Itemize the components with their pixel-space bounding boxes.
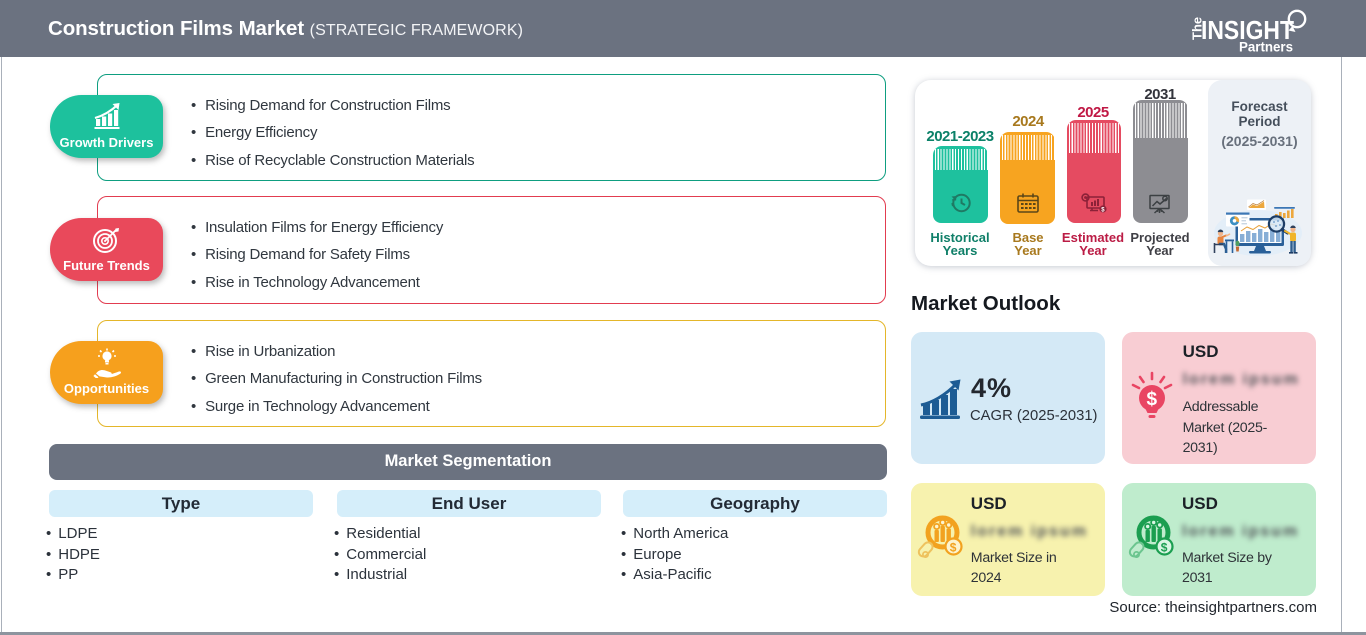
svg-text:$: $ xyxy=(1101,208,1105,214)
svg-text:$: $ xyxy=(1147,389,1158,410)
svg-text:$: $ xyxy=(950,541,957,555)
svg-text:INSIGHT: INSIGHT xyxy=(1201,15,1294,45)
svg-text:The: The xyxy=(1190,17,1205,40)
svg-text:$: $ xyxy=(1161,541,1168,555)
svg-text:Partners: Partners xyxy=(1239,40,1293,53)
